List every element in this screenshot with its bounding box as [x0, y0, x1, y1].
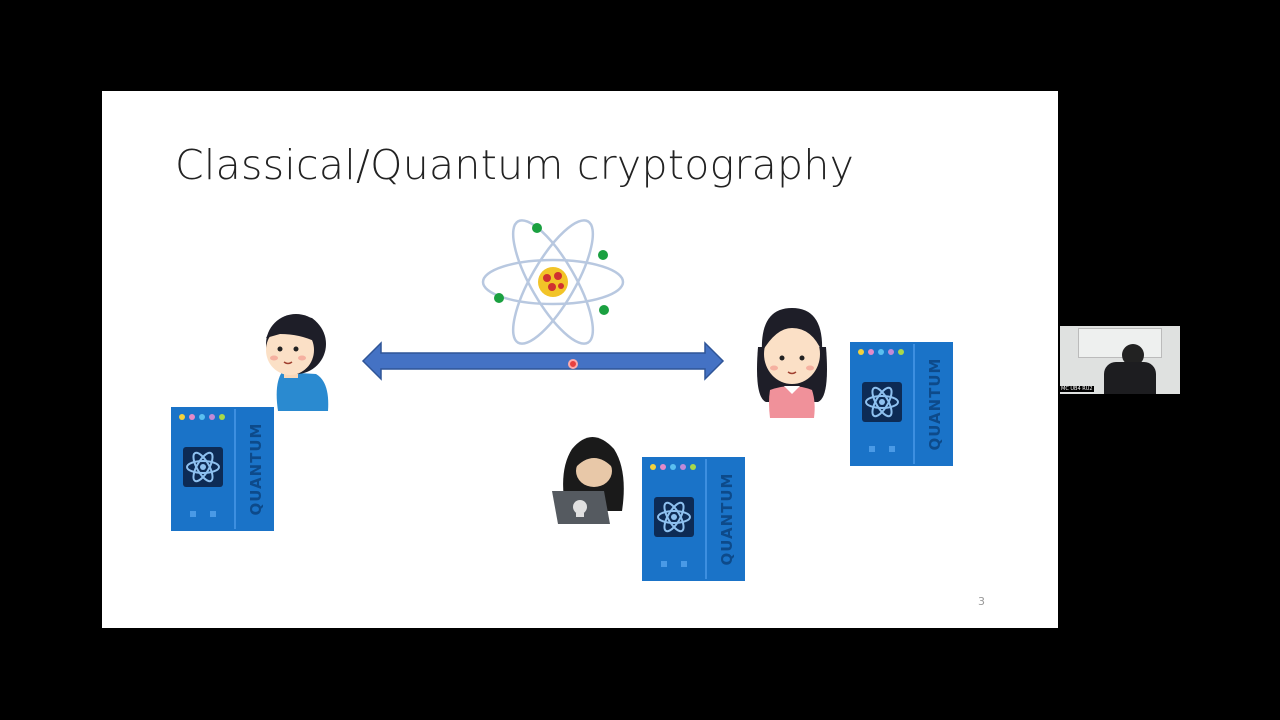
atom-icon [481, 219, 625, 345]
webcam-video: MC UB4 RU2 [1060, 326, 1180, 394]
laser-pointer-icon [568, 359, 578, 369]
double-arrow [361, 341, 725, 381]
girl-icon [757, 308, 827, 418]
quantum-computer-icon [642, 457, 745, 581]
slide: Classical/Quantum cryptography [102, 91, 1058, 628]
page-number: 3 [978, 595, 985, 608]
slide-title: Classical/Quantum cryptography [175, 141, 855, 189]
quantum-computer-icon [850, 342, 953, 466]
webcam-caption: MC UB4 RU2 [1060, 386, 1094, 392]
boy-icon [266, 314, 329, 411]
quantum-computer-icon [171, 407, 274, 531]
hacker-icon [552, 437, 624, 524]
